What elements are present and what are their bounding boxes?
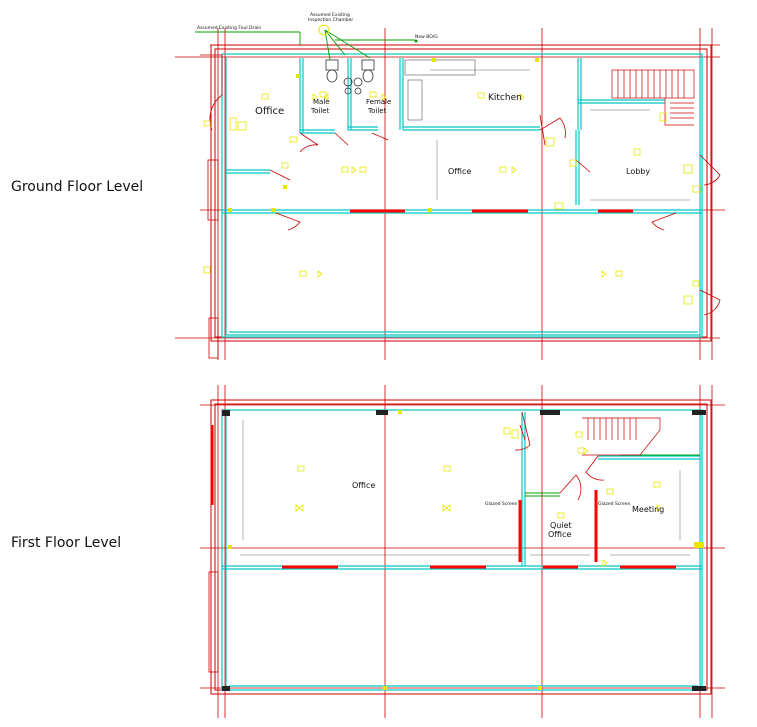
first-grid-lines [200,385,725,718]
ground-entrance-door-swing [209,94,223,131]
kitchen-appliance [407,79,423,121]
inspection-chamber-icon [318,24,330,36]
first-door-swings [514,411,605,501]
ground-fixture-symbols [203,91,702,305]
ground-small-ticks [228,58,539,212]
meeting-label: Meeting [632,505,664,514]
foul-drain-annotation: Assumed Existing Foul Drain [197,25,261,31]
drain-lines [195,29,415,61]
ground-office-center-label: Office [448,167,471,176]
female-toilet-label-1: Female [366,98,391,106]
ground-floor-level-label: Ground Floor Level [11,179,144,195]
first-floor-level-label: First Floor Level [11,535,122,551]
kitchen-counter [404,59,476,76]
first-stair [582,417,661,456]
ground-stair [611,69,695,126]
new-bog-annotation: New BO/G [415,34,438,40]
first-interior-walls [221,409,703,691]
kitchen-label: Kitchen [488,93,522,103]
glazed-screen-left-annotation: Glazed Screen [485,501,518,507]
male-toilet-label-1: Male [313,98,330,106]
quiet-office-label-1: Quiet [550,521,572,530]
ground-door-swings [269,114,721,316]
inspection-chamber-annotation-line2: Inspection Chamber [308,17,353,23]
first-office-label: Office [352,481,375,490]
first-small-ticks [228,410,704,690]
first-fixture-symbols [297,427,661,519]
first-floor-plan [200,385,725,718]
lobby-label: Lobby [626,167,650,176]
first-left-window [208,571,219,673]
male-toilet-label-2: Toilet [310,107,330,115]
female-toilet-label-2: Toilet [367,107,387,115]
ground-left-window [207,159,219,359]
inspection-chamber-annotation-line1: Assumed Existing [310,12,350,18]
glazed-screen-right-annotation: Glazed Screen [598,501,631,507]
first-red-partitions [210,425,676,569]
first-outer-walls [210,399,712,695]
ground-floor-plan [175,24,725,360]
quiet-office-label-2: Office [548,530,571,539]
ground-office-left-label: Office [255,106,284,117]
ground-grid-lines [175,28,725,360]
ground-wc-fixtures [325,59,375,95]
